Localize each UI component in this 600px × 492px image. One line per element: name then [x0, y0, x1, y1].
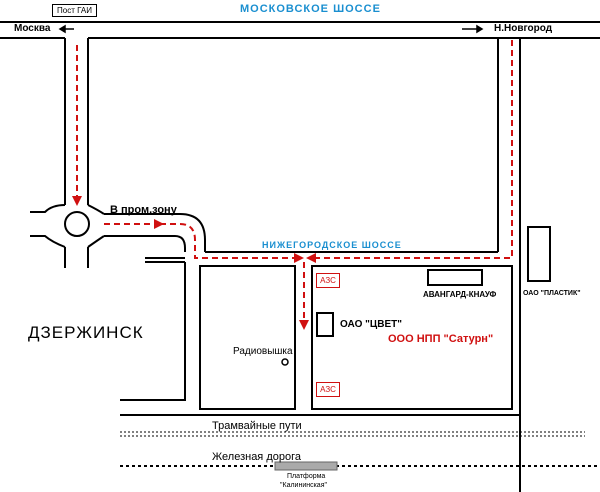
left-vertical-road — [64, 38, 89, 268]
azs-top-badge: АЗС — [316, 273, 340, 288]
tsvet-label: ОАО "ЦВЕТ" — [340, 319, 402, 330]
moscow-label: Москва — [14, 23, 51, 34]
direction-arrows — [58, 24, 484, 34]
nizhegorod-highway-label: НИЖЕГОРОДСКОЕ ШОССЕ — [262, 240, 402, 250]
nizhegorod-highway-road — [145, 38, 521, 492]
tram-tracks-label: Трамвайные пути — [212, 420, 302, 432]
industrial-zone-label: В пром.зону — [110, 204, 177, 216]
radio-tower-label: Радиовышка — [233, 346, 293, 357]
platform-label-line1: Платформа — [287, 473, 326, 480]
plastik-label: ОАО "ПЛАСТИК" — [523, 290, 581, 297]
railway-label: Железная дорога — [212, 451, 301, 463]
industrial-zone-road — [104, 213, 206, 252]
moscow-highway-label: МОСКОВСКОЕ ШОССЕ — [240, 3, 381, 15]
avangard-label: АВАНГАРД-КНАУФ — [423, 290, 497, 299]
platform-label-line2: "Калининская" — [280, 482, 327, 489]
moscow-highway-road — [0, 21, 600, 39]
buildings — [316, 226, 551, 337]
route-path — [76, 40, 513, 322]
city-blocks — [120, 262, 520, 416]
post-gai-label: Пост ГАИ — [52, 4, 97, 17]
radio-tower-icon — [281, 358, 289, 366]
n-novgorod-label: Н.Новгород — [494, 23, 553, 34]
platform-marker — [274, 461, 338, 471]
route-arrowheads — [72, 196, 316, 330]
roundabout — [30, 204, 105, 248]
azs-bottom-badge: АЗС — [316, 382, 340, 397]
saturn-label: ООО НПП "Сатурн" — [388, 333, 494, 345]
dzerzhinsk-label: ДЗЕРЖИНСК — [28, 323, 144, 342]
tram-tracks — [120, 431, 585, 437]
